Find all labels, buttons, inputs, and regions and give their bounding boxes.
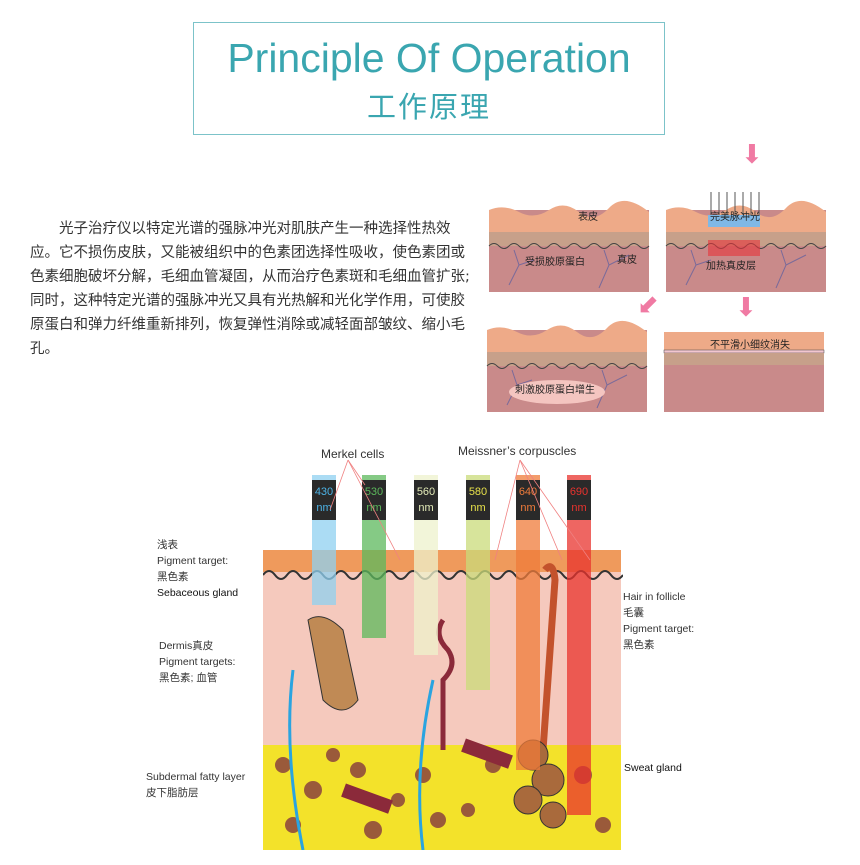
arrow-down-icon: ⬇: [735, 293, 757, 323]
skin-panel-3: [486, 320, 648, 413]
wavelength-unit: nm: [571, 502, 587, 514]
wavelength-value: 430: [314, 486, 334, 498]
wavelength-430-label: 430 nm: [312, 480, 336, 520]
callout-lines: [329, 459, 591, 561]
label-heated-dermis: 加热真皮层: [706, 261, 756, 272]
text: 黑色素: [623, 639, 655, 651]
skin-panel-1: [488, 200, 650, 293]
label-superficial: 浅表 Pigment target: 黑色素 Sebaceous gland: [157, 537, 238, 601]
label-meissner-corpuscles: Meissner’s corpuscles: [458, 444, 577, 458]
wavelength-value: 560: [416, 486, 436, 498]
beam-690: [567, 475, 591, 815]
arrow-down-icon: ⬇: [741, 140, 763, 170]
title-box: Principle Of Operation 工作原理: [193, 22, 665, 135]
label-damaged-collagen: 受损胶原蛋白: [525, 257, 585, 268]
text: Hair in follicle: [623, 591, 686, 603]
wavelength-560-label: 560 nm: [414, 480, 438, 520]
text: 黑色素; 血管: [159, 672, 218, 684]
wavelength-unit: nm: [418, 502, 434, 514]
wavelength-unit: nm: [316, 502, 332, 514]
description-text: 光子治疗仪以特定光谱的强脉冲光对肌肤产生一种选择性热效应。它不损伤皮肤，又能被组…: [30, 221, 470, 357]
text: Subdermal fatty layer: [146, 771, 246, 783]
skin-panel-4: [663, 332, 825, 412]
wavelength-unit: nm: [520, 502, 536, 514]
text: Pigment targets:: [159, 656, 236, 668]
wavelength-value: 690: [569, 486, 589, 498]
text: Dermis真皮: [159, 640, 214, 652]
wavelength-690-label: 690 nm: [567, 480, 591, 520]
label-collagen-growth: 刺激胶原蛋白增生: [515, 385, 595, 396]
wavelength-580-label: 580 nm: [466, 480, 490, 520]
label-epidermis: 表皮: [578, 212, 598, 223]
text: 毛囊: [623, 607, 644, 619]
wavelength-530-label: 530 nm: [362, 480, 386, 520]
label-sebaceous-gland: Sebaceous gland: [157, 587, 239, 599]
label-wrinkles-gone: 不平滑小细纹消失: [710, 340, 790, 351]
skin-panel-2: [665, 192, 827, 293]
text: 黑色素: [157, 571, 189, 583]
wavelength-unit: nm: [366, 502, 382, 514]
label-sweat-gland: Sweat gland: [624, 762, 682, 774]
text: Pigment target:: [623, 623, 695, 635]
wavelength-unit: nm: [470, 502, 486, 514]
text: Pigment target:: [157, 555, 229, 567]
skin-panels-illustration: [486, 192, 827, 413]
title-english: Principle Of Operation: [227, 35, 631, 81]
label-dermis-block: Dermis真皮 Pigment targets: 黑色素; 血管: [159, 638, 235, 686]
text: 浅表: [157, 539, 178, 551]
label-dermis: 真皮: [617, 255, 637, 266]
title-chinese: 工作原理: [366, 90, 491, 124]
label-subdermal-block: Subdermal fatty layer 皮下脂肪层: [146, 769, 245, 801]
text: 皮下脂肪层: [146, 787, 199, 799]
label-hair-follicle-block: Hair in follicle 毛囊 Pigment target: 黑色素: [623, 589, 694, 653]
wavelength-value: 580: [468, 486, 488, 498]
label-pulsed-light: 完美脉冲光: [710, 212, 760, 223]
beam-640: [516, 475, 540, 770]
label-merkel-cells: Merkel cells: [321, 447, 385, 461]
arrow-down-left-icon: ⬋: [637, 290, 659, 320]
wavelength-value: 530: [364, 486, 384, 498]
